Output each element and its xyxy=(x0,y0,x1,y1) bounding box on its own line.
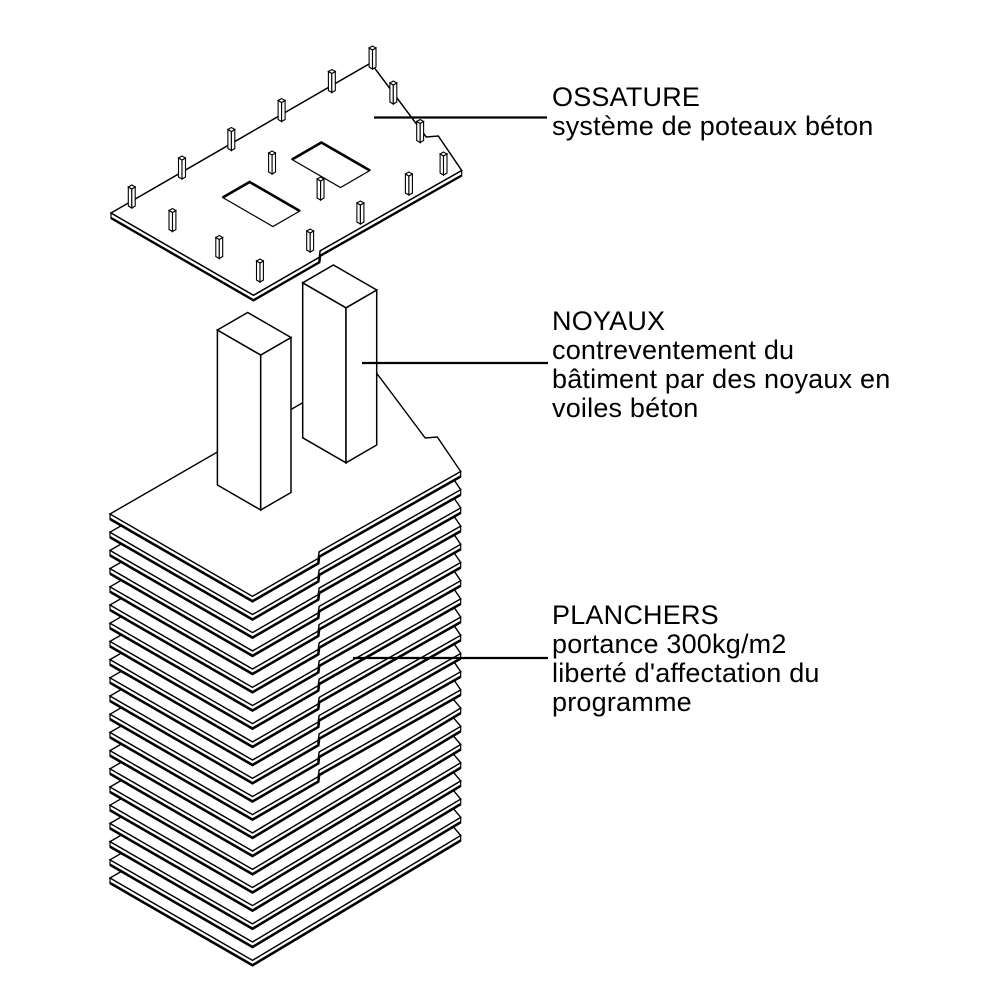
label-ossature-title: OSSATURE xyxy=(552,82,701,112)
label-noyaux: NOYAUX contreventement du bâtiment par d… xyxy=(552,307,890,423)
label-planchers-title: PLANCHERS xyxy=(552,600,719,630)
label-ossature: OSSATURE système de poteaux béton xyxy=(552,83,874,141)
label-noyaux-body: contreventement du bâtiment par des noya… xyxy=(552,335,891,423)
label-planchers-body: portance 300kg/m2 liberté d'affectation … xyxy=(552,629,820,717)
leader-lines xyxy=(353,116,548,660)
label-planchers: PLANCHERS portance 300kg/m2 liberté d'af… xyxy=(552,601,820,717)
ossature-slab-drawing xyxy=(109,45,463,302)
noyaux-cores-drawing xyxy=(215,264,379,512)
label-noyaux-title: NOYAUX xyxy=(552,306,666,336)
label-ossature-body: système de poteaux béton xyxy=(552,111,874,141)
